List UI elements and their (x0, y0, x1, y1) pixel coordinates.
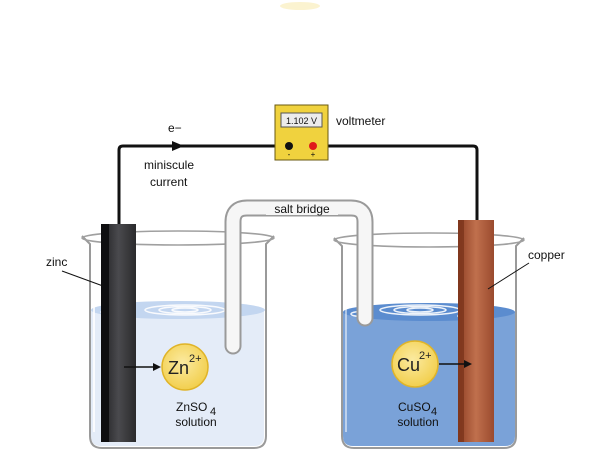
current-label-line1: miniscule (144, 158, 194, 172)
zn-ion-arrow-head (153, 363, 161, 371)
svg-text:4: 4 (210, 406, 216, 418)
zinc-leader-line (61, 270, 104, 287)
positive-terminal-sign: + (311, 150, 316, 159)
cu-ion-arrow-head (464, 360, 472, 368)
voltmeter-reading: 1.102 V (286, 116, 317, 126)
left-beaker-glass (81, 235, 275, 449)
svg-text:Cu: Cu (397, 355, 420, 375)
left-beaker-rim (81, 230, 275, 246)
salt-bridge-label: salt bridge (274, 202, 330, 216)
electron-flow-arrow (172, 141, 184, 151)
negative-terminal-sign: - (288, 150, 291, 159)
salt-bridge-label-bg (266, 203, 338, 215)
voltmeter-display (280, 112, 323, 128)
copper-electrode (458, 220, 494, 442)
zinc-label: zinc (46, 255, 67, 269)
cu-ion: Cu 2+ (391, 340, 439, 388)
znso4-label: ZnSO 4 solution (175, 400, 216, 429)
svg-text:Zn: Zn (168, 358, 189, 378)
copper-leader-line (487, 262, 530, 290)
positive-terminal (309, 142, 317, 150)
svg-text:ZnSO: ZnSO (176, 400, 207, 414)
current-label-line2: current (150, 175, 188, 189)
zn-ion: Zn 2+ (161, 343, 209, 391)
right-beaker-rim (333, 232, 525, 248)
svg-text:solution: solution (397, 415, 438, 429)
svg-text:4: 4 (431, 406, 437, 418)
voltmeter: 1.102 V - + (274, 104, 329, 161)
svg-text:CuSO: CuSO (398, 400, 431, 414)
voltmeter-label: voltmeter (336, 114, 385, 128)
negative-terminal (285, 142, 293, 150)
svg-text:2+: 2+ (419, 350, 432, 362)
svg-text:solution: solution (175, 415, 216, 429)
cuso4-label: CuSO 4 solution (397, 400, 438, 429)
electron-label: e− (168, 121, 182, 135)
copper-label: copper (528, 248, 565, 262)
top-glow (280, 2, 320, 10)
svg-text:2+: 2+ (189, 353, 202, 365)
right-beaker-glass (333, 237, 525, 449)
circuit-wire (117, 144, 479, 228)
zinc-electrode (101, 224, 136, 442)
